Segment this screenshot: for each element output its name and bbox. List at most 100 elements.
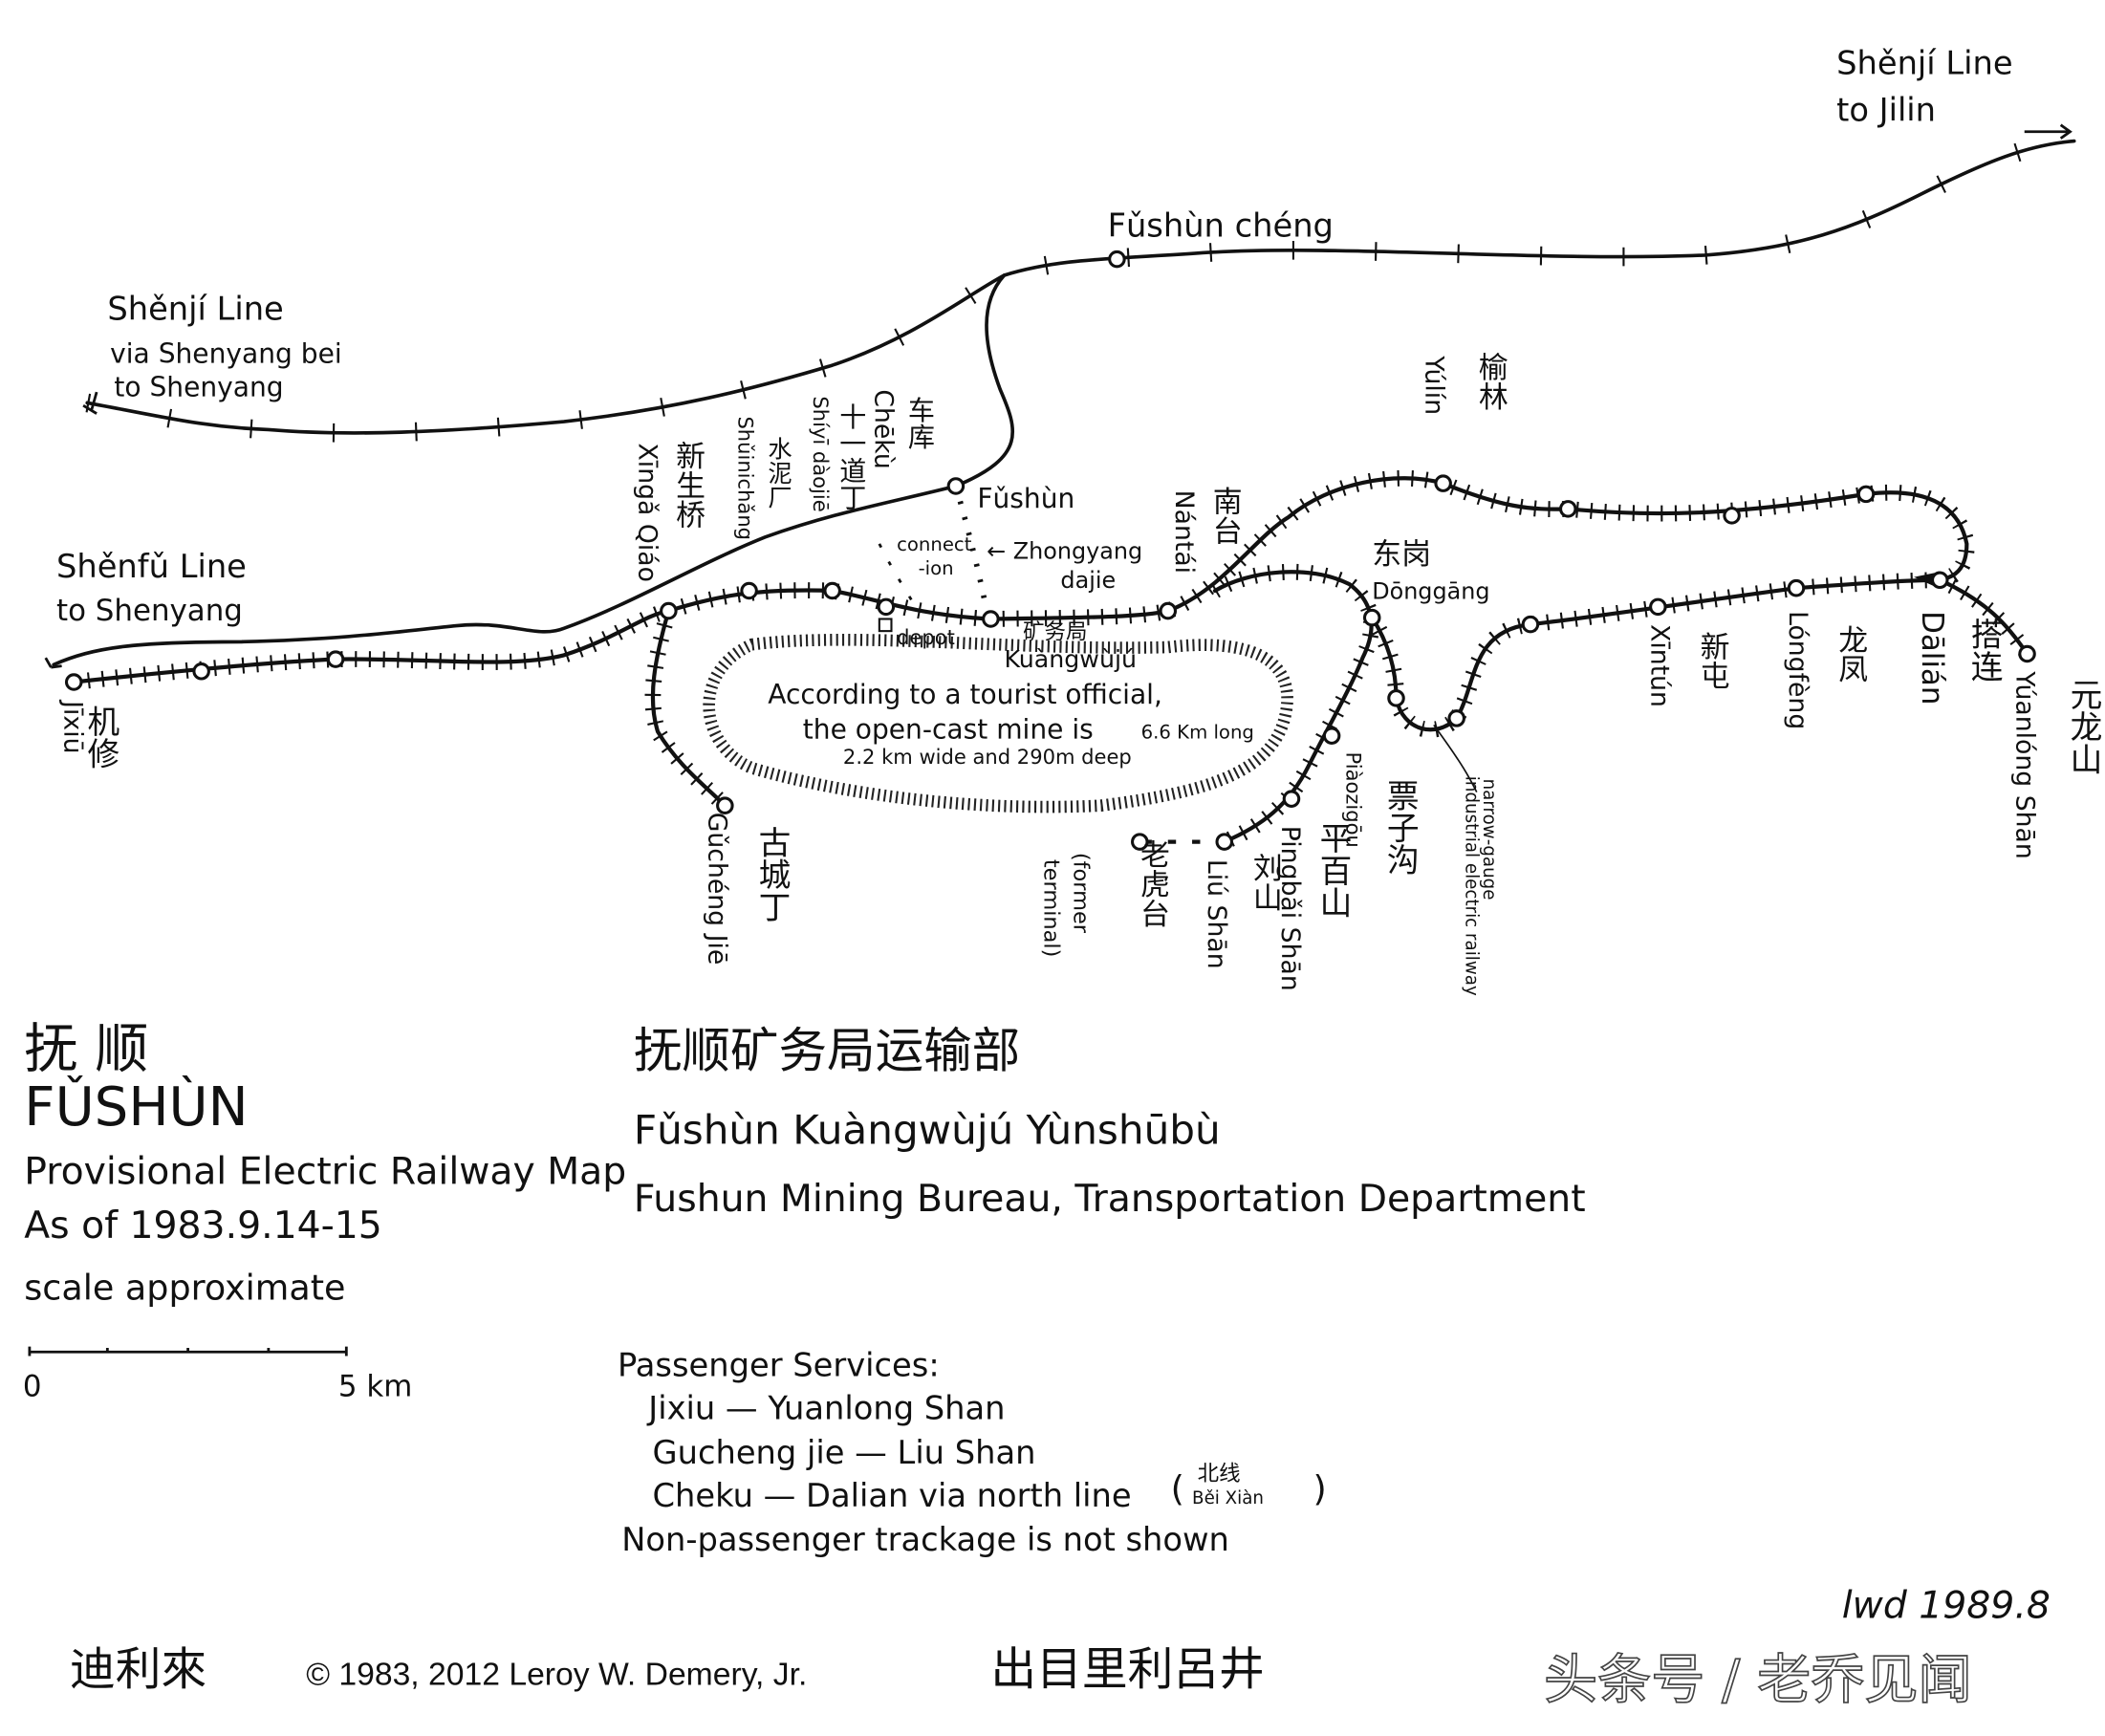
station-fushun-cheng[interactable] — [1108, 250, 1126, 269]
service-item: Cheku — Dalian via north line — [653, 1477, 1132, 1514]
north-line-cn: 北线 — [1198, 1462, 1241, 1486]
label-zhongyang: ← Zhongyang — [987, 537, 1142, 564]
shenfu-label: Shěnfǔ Line — [56, 548, 247, 585]
shenji-east-to: to Jilin — [1836, 91, 1936, 128]
label-shiyidaojie: Shíyī dàojiē — [809, 396, 833, 511]
label-longfeng: Lóngfèng — [1783, 611, 1812, 729]
label-piaozigou: Piàozigōu — [1342, 752, 1366, 848]
shenfu-to: to Shenyang — [56, 594, 243, 628]
label-yuanlongshan: Yúanlóng Shān — [2009, 670, 2039, 859]
stations — [64, 250, 2036, 851]
station[interactable] — [1558, 500, 1577, 518]
label-nantai: Nántái — [1169, 490, 1199, 574]
scale-bar: 0 5 km — [23, 1346, 412, 1404]
label-donggang: Dōnggāng — [1372, 577, 1489, 604]
bureau-pinyin: Fǔshùn Kuàngwùjú Yùnshūbù — [634, 1107, 1221, 1154]
station[interactable] — [1856, 485, 1876, 504]
subtitle: Provisional Electric Railway Map — [24, 1151, 626, 1194]
services-title: Passenger Services: — [618, 1347, 940, 1384]
station[interactable] — [326, 650, 345, 668]
station-zhongyang[interactable] — [1159, 601, 1178, 620]
north-line-pinyin: Běi Xiàn — [1192, 1488, 1264, 1508]
depot-icon — [878, 618, 893, 633]
label-narrow-gauge-1: narrow-gauge — [1479, 779, 1499, 901]
mine-note-4: 2.2 km wide and 290m deep — [843, 745, 1132, 769]
label-jixiu-cn: 机修 — [82, 705, 119, 770]
station-liushan[interactable] — [1215, 833, 1234, 851]
station-piaozigou[interactable] — [1322, 727, 1341, 745]
station-longfeng[interactable] — [1787, 578, 1806, 597]
station-xintun[interactable] — [1649, 597, 1667, 617]
station-xingaqiao[interactable] — [660, 601, 678, 620]
footer-left-cn: 迪利來 — [70, 1644, 206, 1697]
station[interactable] — [192, 662, 210, 681]
label-nantai-cn: 南台 — [1207, 486, 1242, 545]
label-cheku: Chēkù — [869, 389, 899, 468]
bureau-cn: 抚顺矿务局运输部 — [634, 1023, 1020, 1079]
label-gucheng-cn: 古城丁 — [753, 825, 791, 922]
station-shuinichang[interactable] — [740, 581, 758, 600]
station-cheku[interactable] — [877, 597, 896, 617]
station-kuangwuju[interactable] — [982, 610, 1000, 628]
scale-end: 5 km — [338, 1370, 412, 1404]
shenji-line — [82, 123, 2076, 488]
label-narrow-gauge-2: industrial electric railway — [1462, 776, 1482, 996]
mine-note-3: 6.6 Km long — [1141, 721, 1254, 743]
label-kuangwuju-cn: 矿务局 — [1023, 620, 1087, 645]
copyright: © 1983, 2012 Leroy W. Demery, Jr. — [306, 1657, 807, 1693]
paren-close: ) — [1313, 1468, 1326, 1509]
label-xingaqiao: Xīngǎ Qiáo — [632, 444, 662, 582]
label-gucheng: Gǔchéng Jiē — [702, 813, 731, 966]
date: As of 1983.9.14-15 — [24, 1204, 382, 1248]
station-shiyidaojie[interactable] — [823, 581, 841, 600]
label-liushan: Liú Shān — [1202, 859, 1231, 969]
station-laohutai[interactable] — [1131, 833, 1149, 851]
mine-note-1: According to a tourist official, — [768, 679, 1162, 710]
bureau-english: Fushun Mining Bureau, Transportation Dep… — [634, 1178, 1586, 1221]
label-shuinichang: Shǔinichǎng — [733, 416, 757, 540]
station-dalian[interactable] — [1930, 571, 1949, 590]
signature: lwd 1989.8 — [1842, 1584, 2051, 1627]
label-xingaqiao-cn: 新生桥 — [670, 441, 705, 530]
label-shiyidaojie-cn: 十一道丁 — [835, 402, 867, 510]
label-laohutai-cn: 老虎台 — [1135, 839, 1169, 928]
service-item: Jixiu — Yuanlong Shan — [646, 1389, 1005, 1426]
station-jixiu[interactable] — [64, 673, 83, 691]
paren-open: ( — [1171, 1468, 1184, 1509]
station-pingbaishan[interactable] — [1282, 790, 1301, 808]
station[interactable] — [1521, 615, 1540, 634]
station-donggang[interactable] — [1362, 608, 1381, 627]
mine-note-2: the open-cast mine is — [803, 713, 1094, 745]
station[interactable] — [1723, 507, 1741, 525]
label-pingbaishan-cn: 平百山 — [1314, 822, 1352, 919]
title: FǓSHÙN — [24, 1074, 248, 1139]
label-zhongyang-2: dajie — [1060, 567, 1116, 594]
scale-note: scale approximate — [24, 1267, 345, 1308]
watermark: 头条号 / 老乔见闻 — [1544, 1650, 1972, 1712]
shenji-east-label: Shěnjí Line — [1836, 44, 2012, 81]
label-pingbaishan: Pingbǎi Shān — [1275, 826, 1305, 991]
label-laohutai-1: (former — [1068, 853, 1093, 934]
label-connection: connect — [897, 533, 972, 555]
station-gucheng[interactable] — [716, 796, 734, 814]
shenji-west-to: to Shenyang — [114, 371, 283, 402]
label-dalian: Dālián — [1915, 611, 1949, 705]
label-kuangwuju: Kuàngwùjú — [1004, 645, 1137, 673]
services-note: Non-passenger trackage is not shown — [621, 1521, 1229, 1558]
label-longfeng-cn: 龙凤 — [1833, 624, 1867, 684]
label-xintun-cn: 新屯 — [1695, 631, 1729, 690]
station-yulin[interactable] — [1434, 474, 1452, 492]
station[interactable] — [1447, 709, 1465, 727]
station-fushun[interactable] — [946, 477, 966, 495]
station-yuanlongshan[interactable] — [2018, 644, 2036, 663]
label-yulin: Yúlín — [1419, 355, 1448, 415]
label-fushun-cheng: Fǔshùn chéng — [1108, 206, 1334, 244]
label-dalian-cn: 搭连 — [1965, 618, 2003, 682]
label-yulin-cn: 榆林 — [1473, 352, 1508, 411]
label-connection-2: -ion — [919, 557, 954, 579]
label-piaozigou-cn: 票子沟 — [1381, 779, 1419, 876]
label-yuanlongshan-cn: 元龙山 — [2065, 678, 2102, 774]
station[interactable] — [1387, 689, 1405, 707]
label-depot: depot — [897, 625, 955, 649]
